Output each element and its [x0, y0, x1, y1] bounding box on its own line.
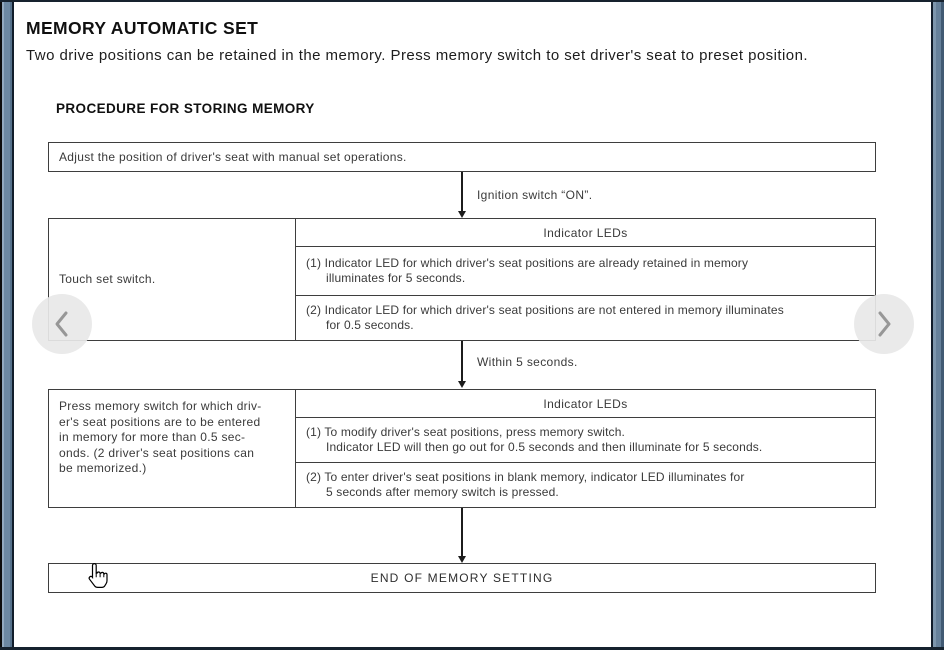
- window-edge-left: [0, 0, 14, 650]
- window-edge-top: [0, 0, 944, 2]
- window-edge-bottom: [0, 647, 944, 650]
- flow-arrow-down-3: [458, 508, 466, 563]
- table1-right-column: Indicator LEDs (1) Indicator LED for whi…: [296, 219, 875, 340]
- table2-header-text: Indicator LEDs: [543, 396, 628, 411]
- window-edge-right: [931, 0, 944, 650]
- table-row: (1) Indicator LED for which driver's sea…: [296, 247, 875, 296]
- table2-row1-text: (1) To modify driver's seat positions, p…: [306, 424, 763, 455]
- flow-step-end: END OF MEMORY SETTING: [48, 563, 876, 593]
- table1-row2-text: (2) Indicator LED for which driver's sea…: [306, 302, 784, 333]
- arrow-label-within-5-seconds: Within 5 seconds.: [477, 355, 578, 369]
- section-heading: PROCEDURE FOR STORING MEMORY: [56, 101, 315, 116]
- flow-table-touch-set-switch: Touch set switch. Indicator LEDs (1) Ind…: [48, 218, 876, 341]
- table1-header: Indicator LEDs: [296, 219, 875, 247]
- table2-header: Indicator LEDs: [296, 390, 875, 418]
- chevron-left-icon: [51, 309, 73, 339]
- flow-arrow-down-1: [458, 172, 466, 218]
- table-row: (2) To enter driver's seat positions in …: [296, 463, 875, 507]
- table1-left-cell: Touch set switch.: [49, 219, 296, 340]
- table-row: (2) Indicator LED for which driver's sea…: [296, 296, 875, 340]
- table1-row1-text: (1) Indicator LED for which driver's sea…: [306, 255, 749, 286]
- table-row: (1) To modify driver's seat positions, p…: [296, 418, 875, 463]
- hand-cursor-icon: [87, 562, 109, 596]
- prev-page-button[interactable]: [32, 294, 92, 354]
- chevron-right-icon: [873, 309, 895, 339]
- table1-left-cell-text: Touch set switch.: [59, 271, 156, 286]
- flow-arrow-down-2: [458, 341, 466, 388]
- table2-left-cell: Press memory switch for which driv- er's…: [49, 390, 296, 507]
- page-subtitle: Two drive positions can be retained in t…: [26, 47, 809, 64]
- table1-header-text: Indicator LEDs: [543, 225, 628, 240]
- next-page-button[interactable]: [854, 294, 914, 354]
- table2-row2-text: (2) To enter driver's seat positions in …: [306, 469, 745, 500]
- flow-step-adjust-seat-text: Adjust the position of driver's seat wit…: [59, 150, 407, 164]
- table2-right-column: Indicator LEDs (1) To modify driver's se…: [296, 390, 875, 507]
- flow-table-press-memory-switch: Press memory switch for which driv- er's…: [48, 389, 876, 508]
- table2-left-cell-text: Press memory switch for which driv- er's…: [59, 399, 262, 475]
- flow-step-end-text: END OF MEMORY SETTING: [370, 571, 554, 585]
- flow-step-adjust-seat: Adjust the position of driver's seat wit…: [48, 142, 876, 172]
- page-title: MEMORY AUTOMATIC SET: [26, 18, 259, 38]
- arrow-label-ignition-on: Ignition switch “ON”.: [477, 188, 593, 202]
